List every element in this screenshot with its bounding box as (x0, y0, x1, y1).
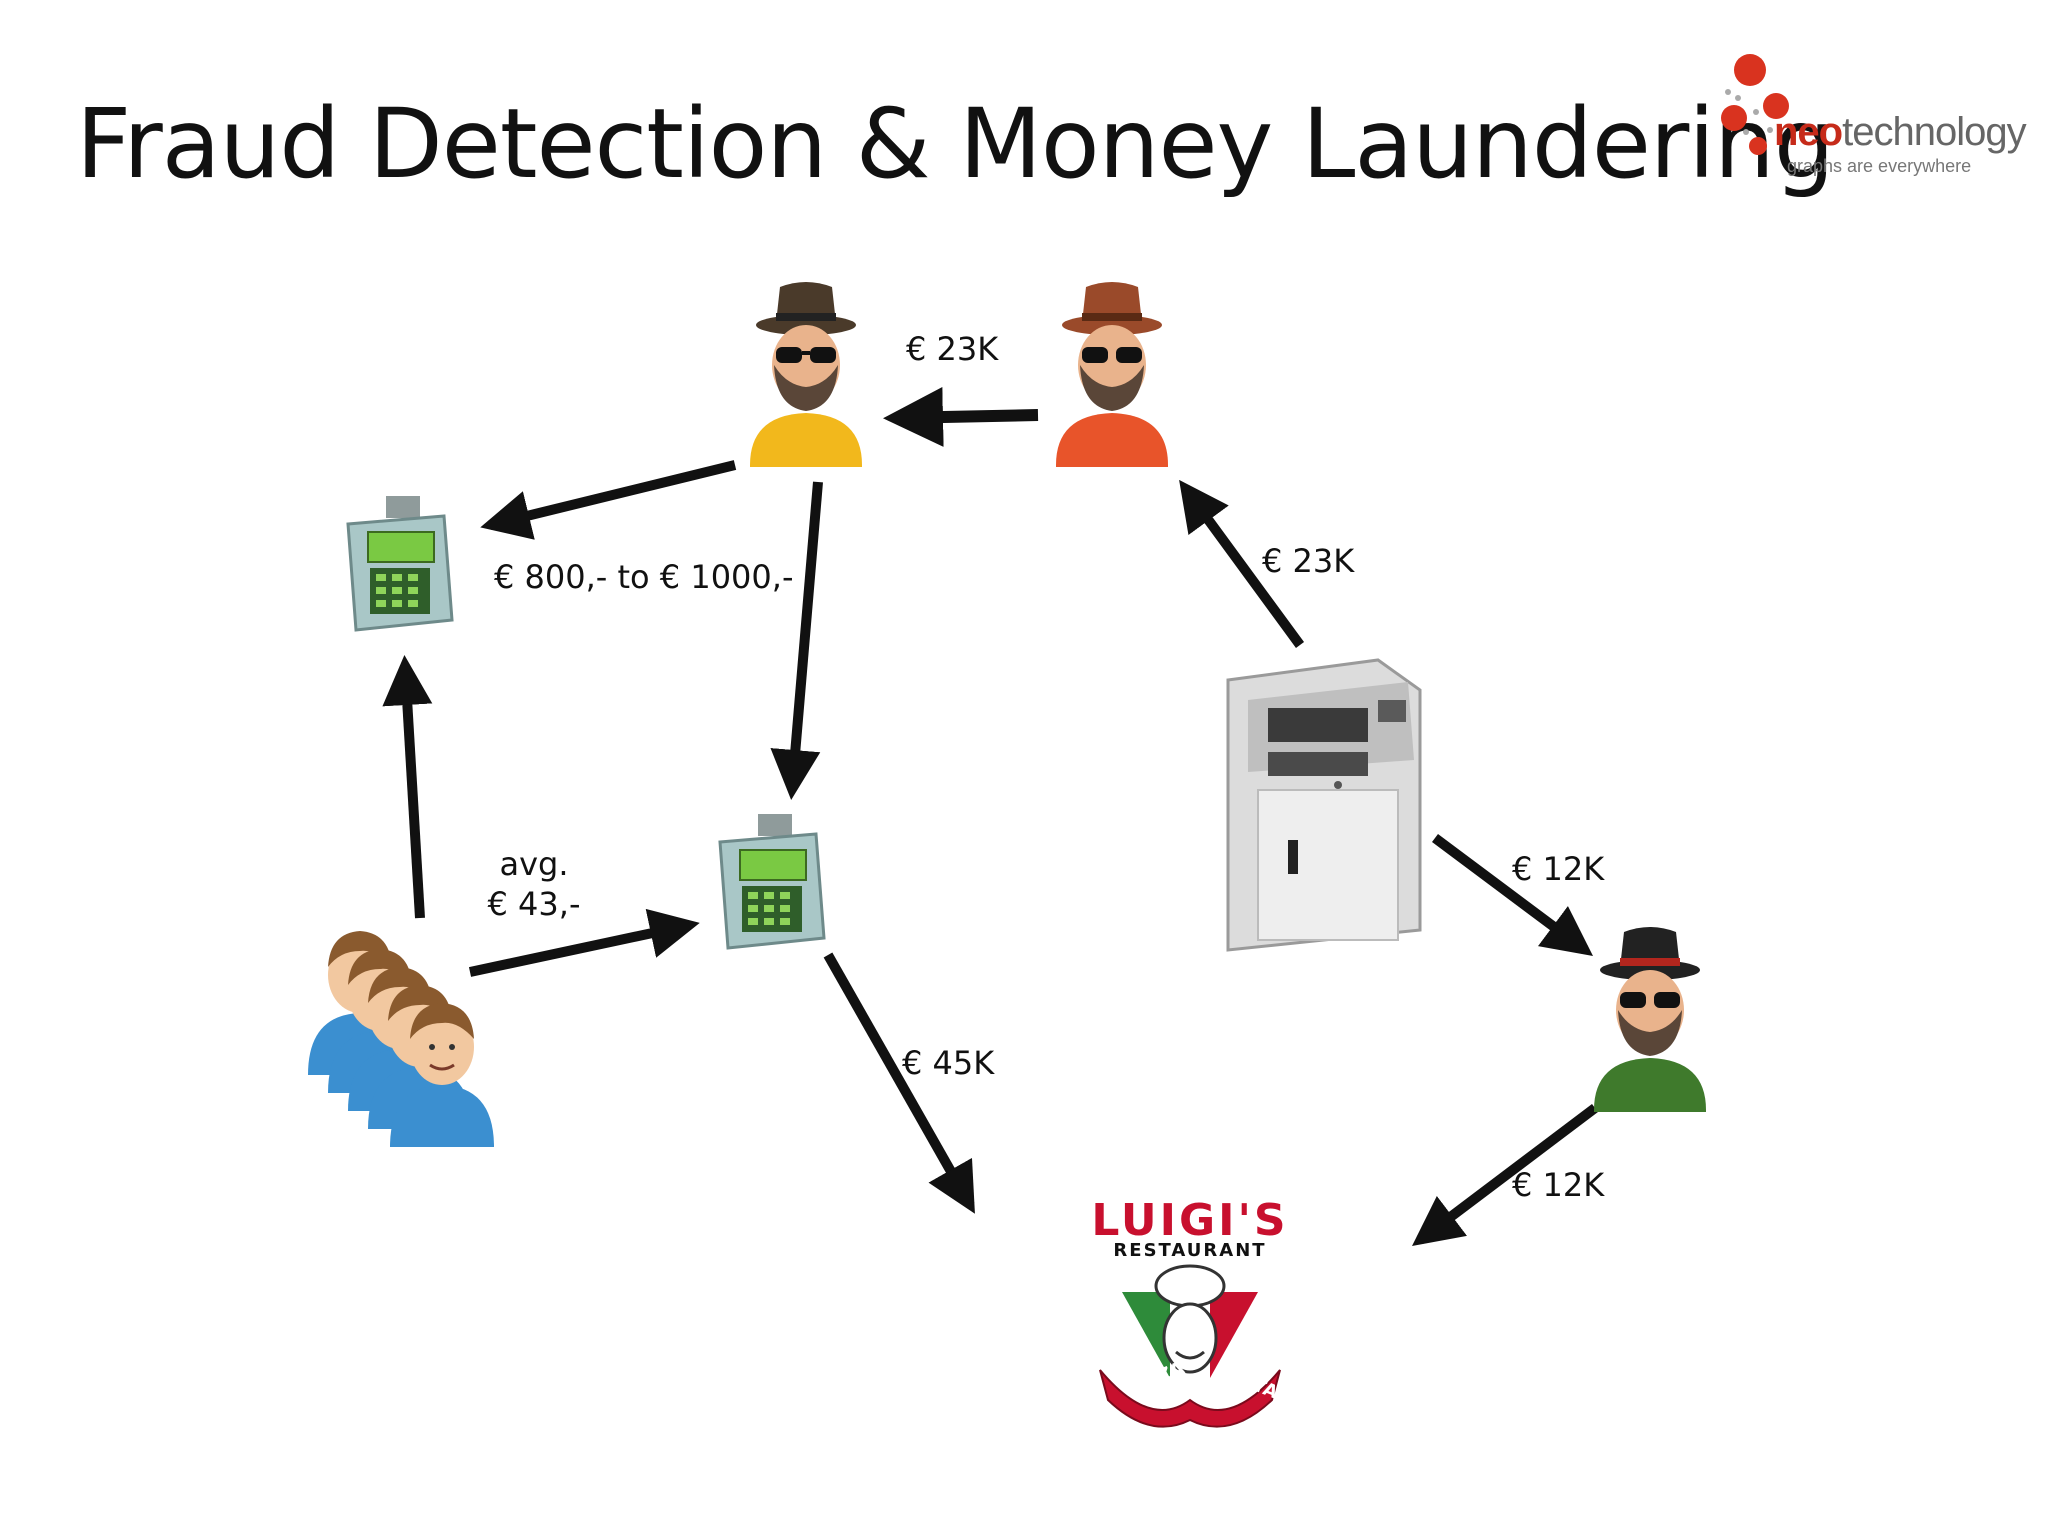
edge-atm-to-fraudster-red (1179, 479, 1305, 648)
edge-fraudster-yellow-to-terminal-bottom (770, 481, 823, 800)
fraudster-yellow-icon (750, 282, 862, 467)
restaurant-emblem-icon (1099, 1264, 1281, 1428)
edge-label-atm-to-green: € 12K (1512, 850, 1605, 888)
fraudster-red-icon (1056, 282, 1168, 467)
logo-tagline: graphs are everywhere (1787, 156, 1972, 176)
edge-label-green-to-restaurant: € 12K (1512, 1166, 1605, 1204)
edge-fraudster-red-to-yellow (883, 386, 1039, 447)
edge-customers-to-terminal-bottom (468, 908, 700, 977)
fraudster-green-icon (1594, 927, 1706, 1112)
edge-label-terminal-to-restaurant: € 45K (902, 1044, 995, 1082)
edge-label-yellow-to-terminals: € 800,- to € 1000,- (494, 558, 794, 596)
edge-label-customers-avg: avg. € 43,- (474, 844, 594, 924)
restaurant-subtitle: RESTAURANT (1113, 1240, 1267, 1261)
customers-group-icon (308, 931, 494, 1147)
edge-atm-to-fraudster-green (1432, 833, 1594, 956)
logo-neo: neo (1774, 110, 1843, 154)
logo-technology: technology (1842, 110, 2026, 154)
card-terminal-bottom-icon (718, 814, 826, 950)
logo-dots-icon (1721, 54, 1789, 155)
slide-title: Fraud Detection & Money Laundering (76, 88, 1835, 200)
edge-label-avg-line1: avg. (499, 845, 569, 883)
edge-label-atm-to-red: € 23K (1262, 542, 1355, 580)
edge-fraudster-yellow-to-terminal-top (480, 460, 737, 540)
atm-icon (1226, 658, 1422, 952)
logo-wordmark: neotechnology (1774, 110, 2027, 155)
card-terminal-top-icon (346, 496, 454, 632)
edge-terminal-to-restaurant (823, 952, 975, 1214)
edge-label-avg-line2: € 43,- (487, 885, 581, 923)
neotechnology-logo: neotechnology graphs are everywhere (1710, 48, 2030, 188)
edge-fraudster-green-to-restaurant (1412, 1104, 1599, 1247)
edge-customers-to-terminal-top (382, 655, 433, 919)
edge-label-red-to-yellow: € 23K (906, 330, 999, 368)
restaurant-name: LUIGI'S (1091, 1195, 1289, 1246)
